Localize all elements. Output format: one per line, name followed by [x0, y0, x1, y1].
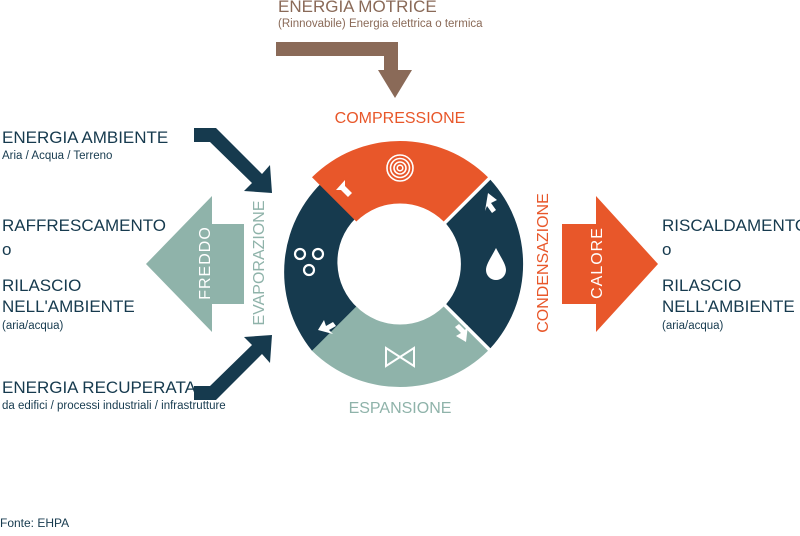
- ambient-energy-title: ENERGIA AMBIENTE: [2, 128, 169, 147]
- cooling-title: RAFFRESCAMENTO: [2, 216, 167, 235]
- flow-arrow-bottom-right: [455, 324, 468, 342]
- driving-energy-title: ENERGIA MOTRICE: [278, 0, 437, 16]
- heating-release-line1: RILASCIO: [662, 276, 742, 295]
- recovered-energy-title: ENERGIA RECUPERATA: [2, 378, 196, 397]
- evaporation-segment: [284, 174, 359, 351]
- cooling-release-detail: (aria/acqua): [2, 320, 64, 332]
- heating-release-detail: (aria/acqua): [662, 320, 724, 332]
- driving-energy-subtitle: (Rinnovabile) Energia elettrica o termic…: [278, 18, 483, 30]
- spiral-icon: [386, 154, 414, 182]
- heating-or: o: [662, 240, 672, 259]
- cold-arrow: [146, 196, 244, 332]
- valve-icon: [385, 346, 415, 368]
- source-note: Fonte: EHPA: [0, 516, 70, 530]
- condensation-label: CONDENSAZIONE: [535, 193, 552, 333]
- ambient-energy-arrow: [194, 128, 272, 193]
- heating-title: RISCALDAMENTO: [662, 216, 800, 235]
- drop-icon: [486, 248, 506, 280]
- cooling-or: o: [2, 240, 12, 259]
- compression-label: COMPRESSIONE: [334, 110, 466, 127]
- recovered-energy-subtitle: da edifici / processi industriali / infr…: [2, 400, 226, 412]
- condensation-segment: [446, 179, 524, 349]
- heating-release-line2: NELL'AMBIENTE: [662, 297, 795, 316]
- ambient-energy-subtitle: Aria / Acqua / Terreno: [2, 150, 113, 162]
- cooling-release-line1: RILASCIO: [2, 276, 82, 295]
- flow-arrow-top-left: [336, 180, 352, 197]
- cold-label: FREDDO: [197, 226, 214, 300]
- flow-arrow-top-right: [485, 193, 497, 213]
- cooling-release-line2: NELL'AMBIENTE: [2, 297, 135, 316]
- recovered-energy-arrow: [194, 335, 272, 400]
- flow-arrow-bottom-left: [318, 320, 336, 334]
- cycle-ring: [284, 140, 524, 388]
- heat-arrow: [562, 196, 658, 332]
- driving-energy-arrow: [276, 42, 412, 98]
- heat-label: CALORE: [589, 227, 606, 299]
- expansion-label: ESPANSIONE: [348, 400, 452, 417]
- evaporation-label: EVAPORAZIONE: [251, 200, 268, 326]
- bubbles-icon: [293, 247, 325, 277]
- expansion-segment: [312, 306, 488, 388]
